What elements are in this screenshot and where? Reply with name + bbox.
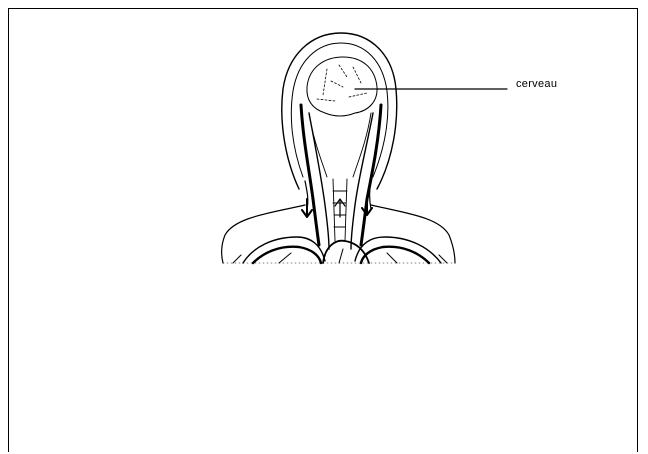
diagram-frame: cerveau <box>8 8 638 452</box>
brain-label: cerveau <box>516 78 557 90</box>
arrow-up-center-icon <box>335 199 345 217</box>
head-neck-circulation-illustration <box>9 9 639 453</box>
arrow-down-left-icon <box>302 199 312 217</box>
vessel-left-outer <box>301 105 319 245</box>
face-line-left <box>309 113 327 177</box>
chest-vessel-left-2 <box>253 247 321 263</box>
vessel-left-inner <box>309 113 329 249</box>
shoulder-right <box>371 205 455 263</box>
brain-detail <box>317 65 367 101</box>
chest-detail <box>233 249 447 263</box>
